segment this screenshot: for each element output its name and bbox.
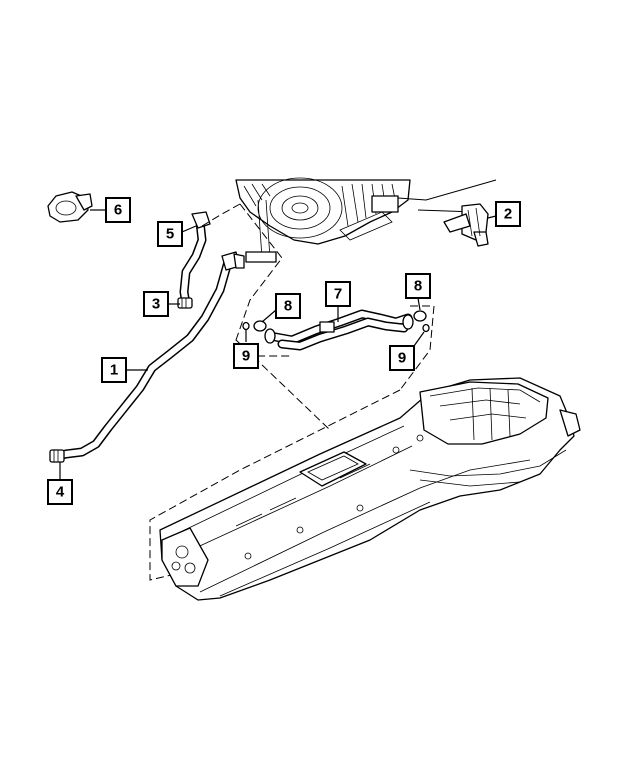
engine-assembly [235,177,411,263]
callout-4-label: 4 [56,484,65,501]
seal-part-8-right [413,310,427,322]
callout-9b-label: 9 [398,350,406,367]
callout-7[interactable]: 7 [325,281,351,307]
callout-6-label: 6 [114,202,122,219]
dashed-outline-upper [201,203,435,391]
callout-9b[interactable]: 9 [389,345,415,371]
callout-2-label: 2 [504,206,512,223]
leader-9b [413,331,425,347]
leader-5 [181,225,197,233]
leader-8a [261,309,277,323]
seal-part-9-left [242,321,250,331]
seal-part-9-right [422,323,430,333]
callout-2[interactable]: 2 [495,201,521,227]
dashed-outline-battery [149,389,401,581]
seal-part-8-left [253,320,267,332]
callout-8b[interactable]: 8 [405,273,431,299]
leader-8b [417,297,421,311]
upper-hose-part-5 [179,211,211,309]
leader-2 [487,215,497,219]
dashed-outline-battery-b [235,339,331,431]
callout-5-label: 5 [166,226,174,243]
callout-9a-label: 9 [242,348,250,365]
bracket-part-6 [47,191,93,223]
coolant-tube-part-7 [264,309,414,351]
callout-5[interactable]: 5 [157,221,183,247]
callout-1-label: 1 [110,362,118,379]
callout-1[interactable]: 1 [101,357,127,383]
callout-7-label: 7 [334,286,342,303]
callout-8a-label: 8 [284,298,292,315]
callout-9a[interactable]: 9 [233,343,259,369]
callout-8a[interactable]: 8 [275,293,301,319]
callout-3-label: 3 [152,296,160,313]
callout-6[interactable]: 6 [105,197,131,223]
callout-8b-label: 8 [414,278,422,295]
clamp-part-4 [49,449,65,463]
battery-pack-assembly [159,377,581,601]
sensor-part-2 [443,203,489,247]
leader-engine-2 [397,179,497,201]
hose-fitting [221,251,245,271]
clamp-part-3 [177,297,193,309]
callout-4[interactable]: 4 [47,479,73,505]
coolant-hose-part-1 [53,257,233,461]
callout-3[interactable]: 3 [143,291,169,317]
